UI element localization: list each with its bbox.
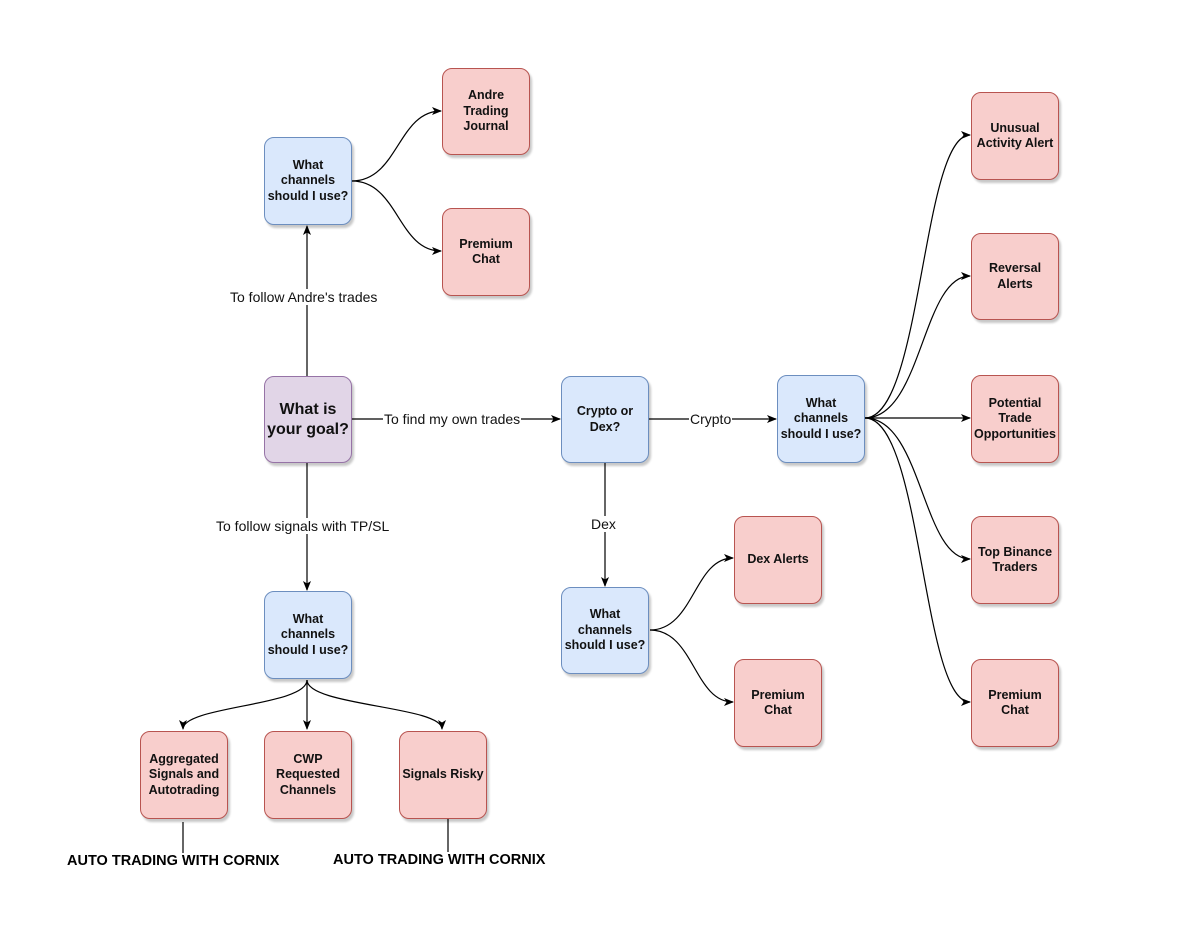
- edge-andre-to-premium: [351, 180, 442, 255]
- node-unusual-activity-alert: Unusual Activity Alert: [971, 92, 1059, 180]
- node-dex-alerts: Dex Alerts: [734, 516, 822, 604]
- node-cwp-requested-channels: CWP Requested Channels: [264, 731, 352, 819]
- node-signals-risky: Signals Risky: [399, 731, 487, 819]
- edge-andre-to-journal: [351, 107, 442, 182]
- edge-crypto-to-premium: [864, 417, 971, 706]
- node-crypto-channels: What channels should I use?: [777, 375, 865, 463]
- node-potential-trade-opportunities: Potential Trade Opportunities: [971, 375, 1059, 463]
- node-andre-trading-journal: Andre Trading Journal: [442, 68, 530, 155]
- edge-signals-to-risky: [306, 679, 446, 730]
- node-dex-channels: What channels should I use?: [561, 587, 649, 674]
- label-follow-andre: To follow Andre's trades: [229, 289, 379, 305]
- edge-signals-to-aggregated: [179, 679, 308, 730]
- note-auto-trading-left: AUTO TRADING WITH CORNIX: [67, 853, 280, 869]
- edge-crypto-to-top-binance: [864, 417, 971, 563]
- node-signals-channels: What channels should I use?: [264, 591, 352, 679]
- node-top-binance-traders: Top Binance Traders: [971, 516, 1059, 604]
- node-dex-premium-chat: Premium Chat: [734, 659, 822, 747]
- node-andre-channels: What channels should I use?: [264, 137, 352, 225]
- edge-crypto-to-unusual: [864, 131, 971, 419]
- edge-dex-to-alerts: [649, 554, 734, 631]
- label-find-own-trades: To find my own trades: [383, 411, 522, 427]
- edge-dex-to-premium: [649, 629, 734, 706]
- edge-crypto-to-reversal: [864, 272, 971, 419]
- label-crypto: Crypto: [689, 411, 733, 427]
- node-reversal-alerts: Reversal Alerts: [971, 233, 1059, 320]
- node-aggregated-signals: Aggregated Signals and Autotrading: [140, 731, 228, 819]
- node-crypto-or-dex: Crypto or Dex?: [561, 376, 649, 463]
- label-dex: Dex: [590, 516, 617, 532]
- node-crypto-premium-chat: Premium Chat: [971, 659, 1059, 747]
- node-goal: What is your goal?: [264, 376, 352, 463]
- note-auto-trading-right: AUTO TRADING WITH CORNIX: [333, 852, 546, 868]
- label-follow-signals: To follow signals with TP/SL: [215, 518, 391, 534]
- node-andre-premium-chat: Premium Chat: [442, 208, 530, 296]
